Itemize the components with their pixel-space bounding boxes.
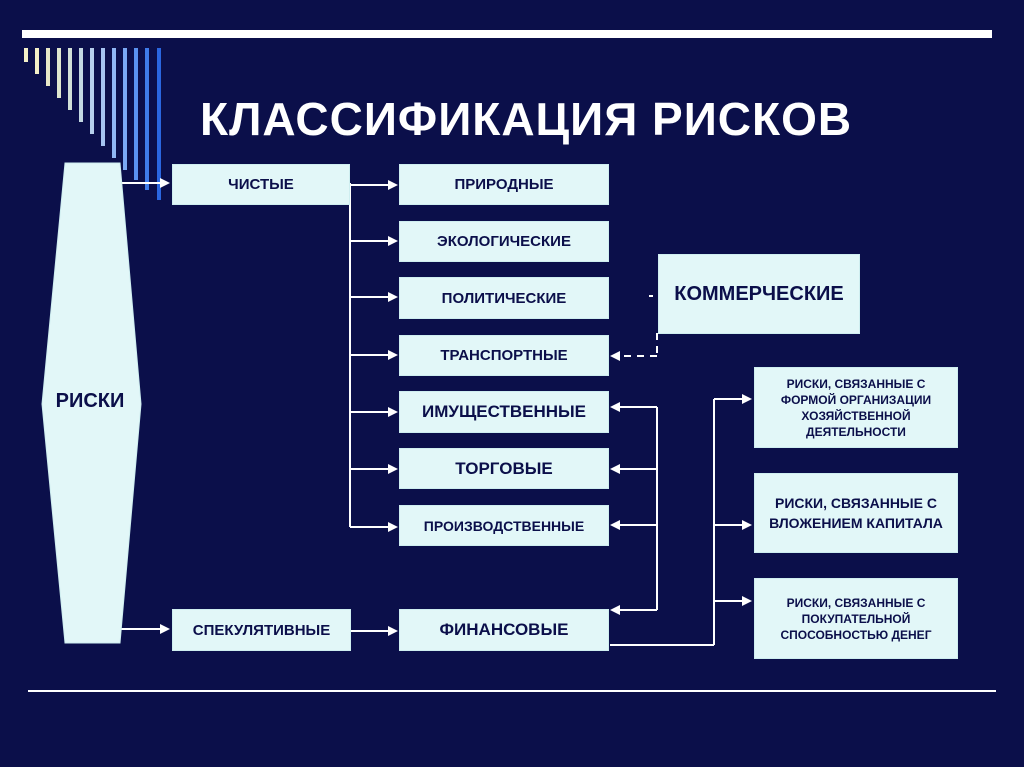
node-ecological: ЭКОЛОГИЧЕСКИЕ xyxy=(399,221,609,262)
node-capital-risk: РИСКИ, СВЯЗАННЫЕ С ВЛОЖЕНИЕМ КАПИТАЛА xyxy=(754,473,958,553)
node-property: ИМУЩЕСТВЕННЫЕ xyxy=(399,391,609,433)
node-commercial: КОММЕРЧЕСКИЕ xyxy=(658,254,860,334)
node-production: ПРОИЗВОДСТВЕННЫЕ xyxy=(399,505,609,546)
node-natural: ПРИРОДНЫЕ xyxy=(399,164,609,205)
node-financial: ФИНАНСОВЫЕ xyxy=(399,609,609,651)
node-speculative: СПЕКУЛЯТИВНЫЕ xyxy=(172,609,351,651)
node-transport: ТРАНСПОРТНЫЕ xyxy=(399,335,609,376)
bottom-rule xyxy=(28,690,996,692)
node-pure: ЧИСТЫЕ xyxy=(172,164,350,205)
root-label: РИСКИ xyxy=(55,390,125,412)
top-rule xyxy=(22,30,992,38)
node-trade: ТОРГОВЫЕ xyxy=(399,448,609,489)
page-title: КЛАССИФИКАЦИЯ РИСКОВ xyxy=(200,93,853,145)
node-purchasing-power-risk: РИСКИ, СВЯЗАННЫЕ С ПОКУПАТЕЛЬНОЙ СПОСОБН… xyxy=(754,578,958,659)
node-org-form-risk: РИСКИ, СВЯЗАННЫЕ С ФОРМОЙ ОРГАНИЗАЦИИ ХО… xyxy=(754,367,958,448)
node-political: ПОЛИТИЧЕСКИЕ xyxy=(399,277,609,319)
